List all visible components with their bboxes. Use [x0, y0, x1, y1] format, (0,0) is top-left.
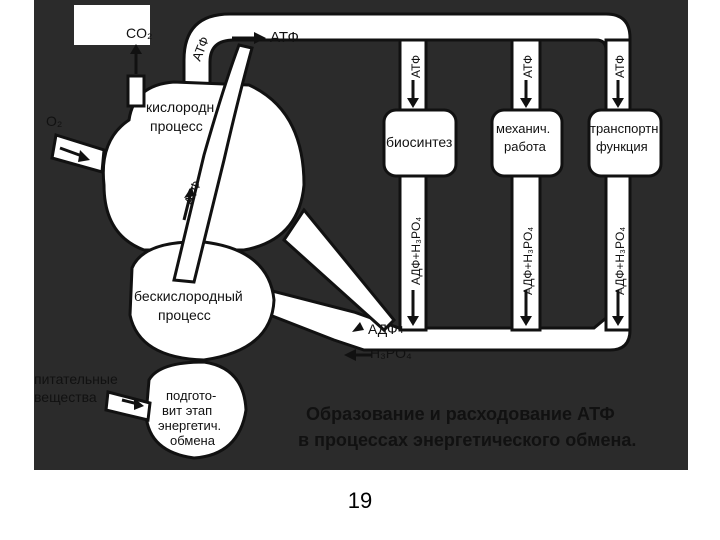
prep-label-3: энергетич.: [158, 418, 221, 433]
anaerobic-label-1: бескислородный: [134, 288, 243, 304]
transport-label-2: функция: [596, 139, 648, 154]
nutrients-label-1: питательные: [34, 371, 118, 387]
adp-return: [282, 207, 397, 333]
blank-patch: [74, 5, 150, 45]
page-number: 19: [347, 488, 373, 513]
adp-bio-label: АДФ+H₃PO₄: [409, 217, 423, 285]
biosynthesis-label: биосинтез: [386, 134, 452, 150]
atp-mech-label: АТФ: [521, 55, 535, 78]
flow-arrows: [59, 32, 624, 410]
atp-label-top: АТФ: [270, 29, 299, 46]
co2-label: CO₂: [126, 25, 152, 41]
adp-mech-label: АДФ+H₃PO₄: [521, 227, 535, 295]
transport-box: [587, 108, 663, 178]
aerobic-label-1: кислородн.: [146, 99, 218, 115]
co2-outlet: [126, 74, 146, 108]
anaerobic-chamber: [128, 240, 276, 362]
adp-transport-label: АДФ+H₃PO₄: [613, 227, 627, 295]
mechanical-box: [490, 108, 564, 178]
nutrients-label-2: вещества: [34, 389, 97, 405]
prep-label-1: подгото-: [166, 388, 216, 403]
mechanical-label-1: механич.: [496, 121, 550, 136]
aerobic-label-2: процесс: [150, 118, 203, 134]
nutrient-inlet: [104, 390, 152, 422]
atp-diagram: CO₂ O₂ АТФ АТФ АТФ кислородн. процесс бе…: [34, 12, 663, 460]
atp-top-pipe: [182, 12, 632, 352]
adp-return-label: АДФ+: [368, 321, 406, 337]
biosynthesis-box: [382, 108, 458, 178]
atp-transport-label: АТФ: [613, 55, 627, 78]
caption-line-2: в процессах энергетического обмена.: [298, 430, 636, 450]
atp-bio-label: АТФ: [409, 55, 423, 78]
atp-riser: [172, 43, 254, 284]
prep-chamber: [144, 360, 248, 460]
diagram-scan: CO₂ O₂ АТФ АТФ АТФ кислородн. процесс бе…: [34, 0, 688, 470]
h3po4-return-label: H₃PO₄: [370, 345, 412, 361]
caption-line-1: Образование и расходование АТФ: [306, 404, 615, 424]
consumer-columns: [398, 38, 632, 332]
anaerobic-label-2: процесс: [158, 307, 211, 323]
prep-label-4: обмена: [170, 433, 216, 448]
o2-label: O₂: [46, 113, 62, 129]
mechanical-label-2: работа: [504, 139, 547, 154]
transport-label-1: транспортн.: [590, 121, 662, 136]
prep-label-2: вит этап: [162, 403, 212, 418]
